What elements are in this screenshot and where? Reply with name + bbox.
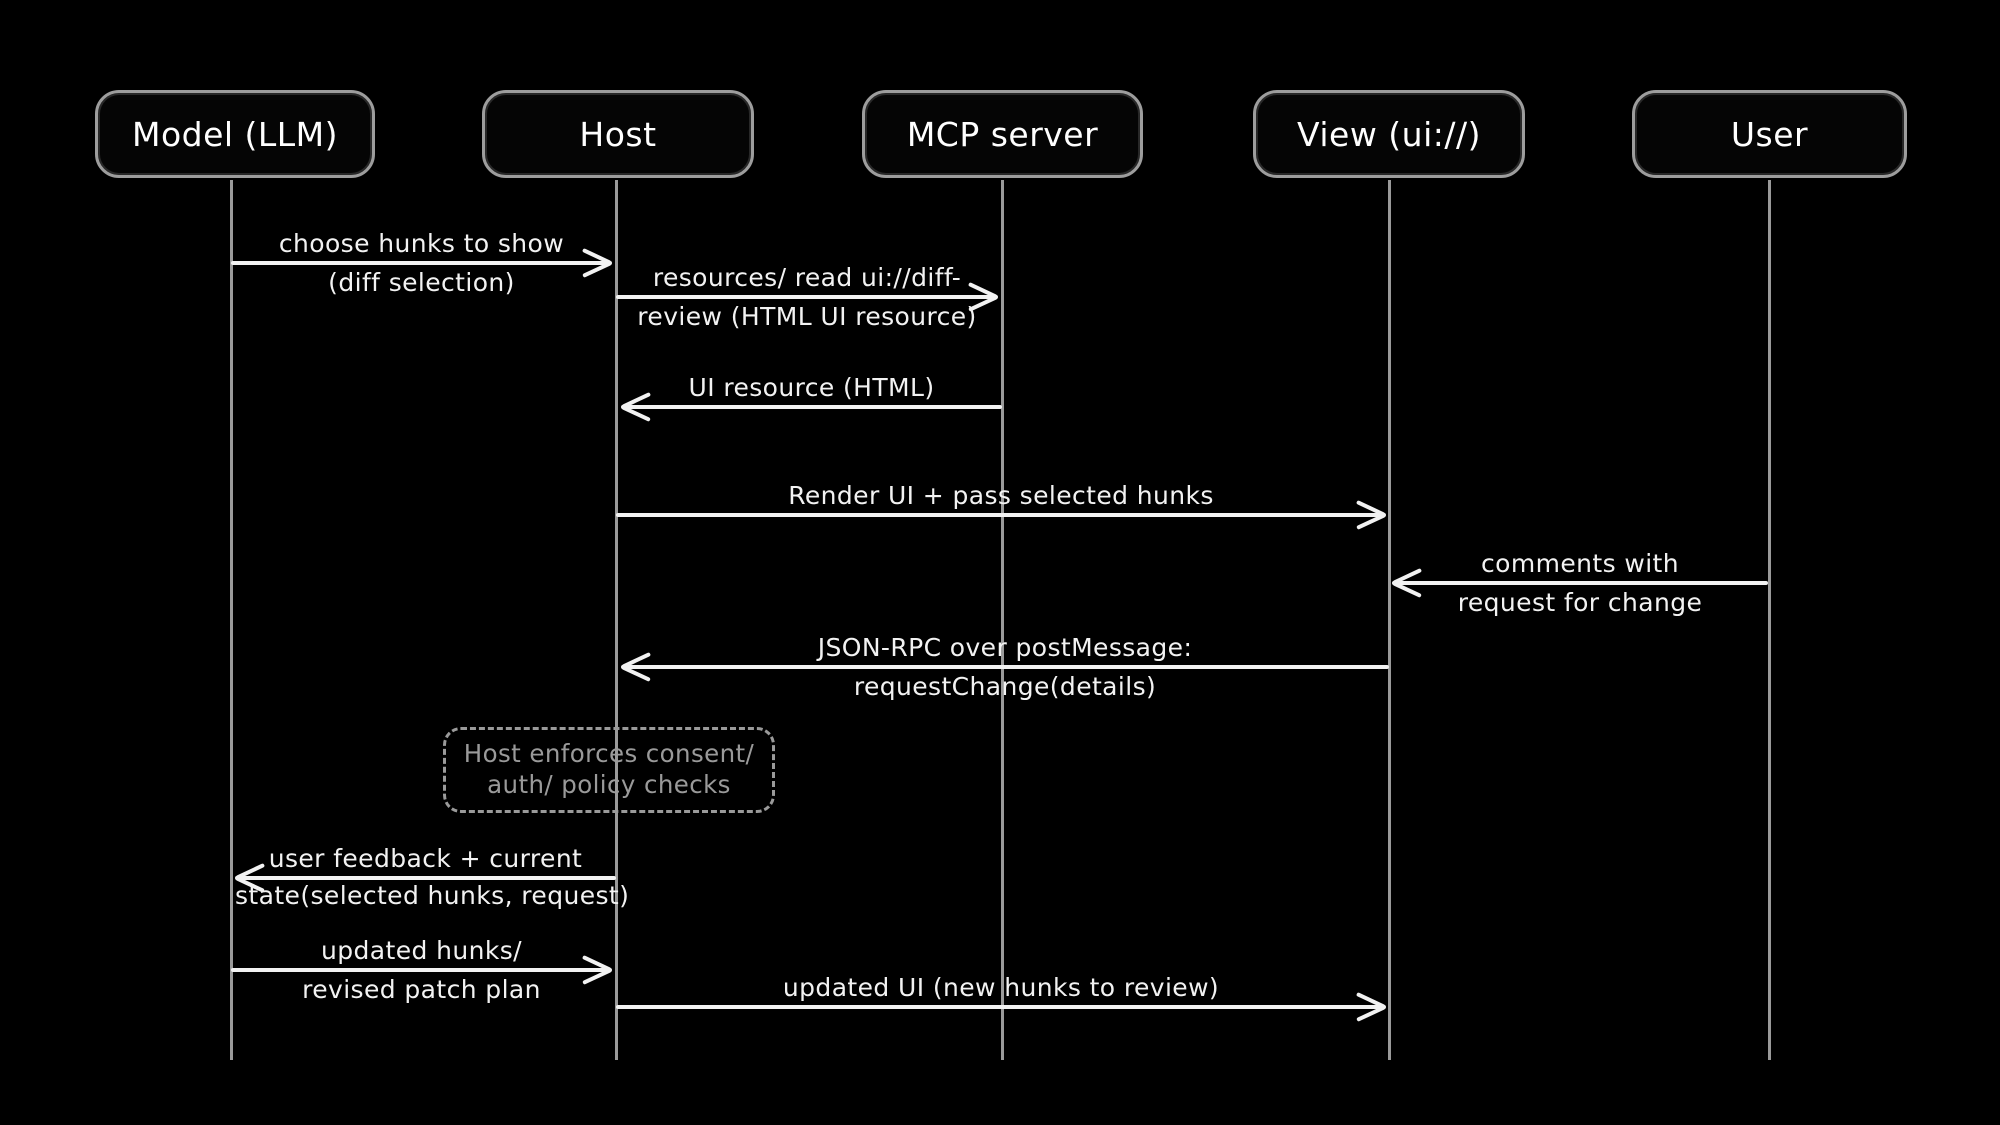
lifeline-model <box>229 180 233 1060</box>
message-label: JSON-RPC over postMessage: <box>817 633 1193 662</box>
arrow-shaft <box>231 968 612 972</box>
message-label: resources/ read ui://diff- <box>652 263 962 292</box>
message-label: request for change <box>1457 588 1703 617</box>
message-label: review (HTML UI resource) <box>637 302 977 331</box>
arrow-shaft <box>1392 581 1768 585</box>
message-label: Render UI + pass selected hunks <box>788 481 1214 510</box>
actor-box-host: Host <box>482 90 754 178</box>
lifeline-host <box>614 180 618 1060</box>
actor-label: Host <box>579 114 657 154</box>
arrow-shaft <box>616 1005 1386 1009</box>
actor-label: User <box>1730 114 1809 154</box>
message-label: (diff selection) <box>328 268 515 297</box>
message-label: user feedback + current <box>268 844 583 873</box>
message-label: updated hunks/ <box>321 936 522 965</box>
actor-box-user: User <box>1632 90 1907 178</box>
arrow-shaft <box>616 513 1386 517</box>
arrow-shaft <box>621 405 1002 409</box>
arrow-shaft <box>621 665 1389 669</box>
note-line: Host enforces consent/ <box>463 739 755 769</box>
lifeline-user <box>1767 180 1771 1060</box>
message-label: updated UI (new hunks to review) <box>782 973 1220 1002</box>
lifeline-mcp-server <box>1000 180 1004 1060</box>
actor-box-model: Model (LLM) <box>95 90 375 178</box>
message-label: comments with <box>1481 549 1679 578</box>
actor-label: MCP server <box>906 114 1099 154</box>
actor-label: Model (LLM) <box>131 114 339 154</box>
note-line: auth/ policy checks <box>487 770 731 799</box>
message-label: UI resource (HTML) <box>688 373 935 402</box>
arrow-shaft <box>616 295 998 299</box>
actor-box-mcp-server: MCP server <box>862 90 1143 178</box>
note-box-consent-checks: Host enforces consent/ auth/ policy chec… <box>443 727 775 813</box>
arrow-shaft <box>235 876 616 880</box>
actor-label: View (ui://) <box>1297 114 1481 154</box>
message-label: state(selected hunks, request) <box>235 881 630 910</box>
message-label: revised patch plan <box>302 975 541 1004</box>
message-label: choose hunks to show <box>278 229 565 258</box>
arrow-shaft <box>231 261 612 265</box>
lifeline-view <box>1387 180 1391 1060</box>
actor-box-view: View (ui://) <box>1253 90 1525 178</box>
message-label: requestChange(details) <box>853 672 1157 701</box>
